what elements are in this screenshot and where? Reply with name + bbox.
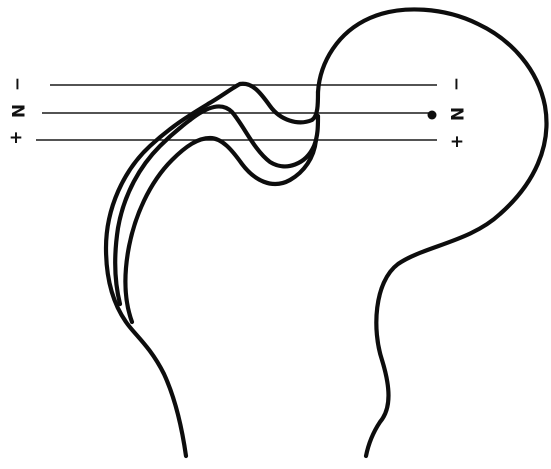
femoral-head-outline [318,9,546,456]
left-label-neutral: N [7,104,27,118]
right-label-minus: − [446,77,466,91]
right-label-neutral: N [446,107,466,121]
left-label-minus: − [7,77,27,91]
right-label-plus: + [450,132,464,152]
neck-upper-contour [240,84,318,123]
left-label-plus: + [9,128,23,148]
neutral-point-dot [428,111,437,120]
